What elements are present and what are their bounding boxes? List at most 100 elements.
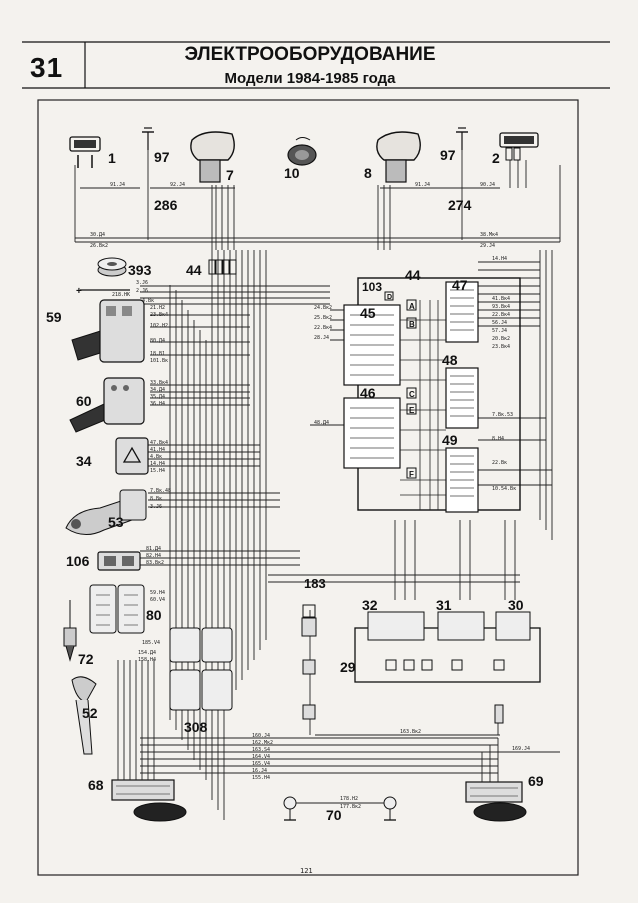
wire-label-w53: 28.J4 <box>314 335 329 341</box>
label-53: 53 <box>108 514 124 530</box>
wire-label-w24: 41.Н4 <box>150 447 165 453</box>
label-393: 393 <box>128 262 152 278</box>
label-45: 45 <box>360 305 376 321</box>
label-97-left: 97 <box>154 149 170 165</box>
page-number: 31 <box>30 52 64 83</box>
wire-label-w8: 29.J4 <box>480 243 495 249</box>
wire-label-w5: 30.Д4 <box>90 232 105 238</box>
part-10-horn <box>287 137 317 166</box>
wire-label-w16: 80.Д4 <box>150 338 165 344</box>
label-60: 60 <box>76 393 92 409</box>
wire-label-w4: 90.J4 <box>480 182 495 188</box>
box-letter-e: E <box>409 406 415 415</box>
label-286: 286 <box>154 197 178 213</box>
wire-label-w9: 3.J6 <box>136 280 148 286</box>
wire-label-w13: 21.Н2 <box>150 305 165 311</box>
part-60-wiper-switch <box>69 377 145 433</box>
box-letter-c: C <box>409 390 415 399</box>
wire-label-w55: 14.Н4 <box>492 256 507 262</box>
wire-label-w59: 56.J4 <box>492 320 507 326</box>
wire-label-w20: 34.Д4 <box>150 387 165 393</box>
part-80-instrument-connectors <box>89 584 145 634</box>
relay-box-internal-wires <box>400 300 446 510</box>
label-274: 274 <box>448 197 472 213</box>
label-32: 32 <box>362 597 378 613</box>
wire-label-w41: 163.S4 <box>252 747 270 753</box>
wire-label-w36: 185.V4 <box>142 640 160 646</box>
label-44-fuses: 44 <box>186 262 202 278</box>
label-8: 8 <box>364 165 372 181</box>
box-letter-f: F <box>409 470 414 479</box>
label-1: 1 <box>108 150 116 166</box>
label-34: 34 <box>76 453 92 469</box>
wire-label-w2: 92.J4 <box>170 182 185 188</box>
wire-label-w7: 38.Мк4 <box>480 232 498 238</box>
wire-label-w56: 41.Вк4 <box>492 296 510 302</box>
wire-label-w42: 164.V4 <box>252 754 270 760</box>
connector-46 <box>343 397 401 469</box>
wire-label-w44: 16.J4 <box>252 768 267 774</box>
plus-sign: + <box>76 286 82 297</box>
footer-mark: 121 <box>300 867 313 875</box>
label-48: 48 <box>442 352 458 368</box>
wire-label-w64: 8.Н4 <box>492 436 504 442</box>
wire-label-w33: 83.Вк2 <box>146 560 164 566</box>
wire-label-w25: 4.Вк <box>150 454 162 460</box>
wire-label-w18: 101.Вк <box>150 358 168 364</box>
part-34-hazard-switch <box>115 437 149 475</box>
label-29: 29 <box>340 659 356 675</box>
label-69: 69 <box>528 773 544 789</box>
wire-label-w40: 162.Мк2 <box>252 740 273 746</box>
wire-label-w26: 14.Н4 <box>150 461 165 467</box>
part-70-plate-lamps <box>283 796 397 821</box>
label-47: 47 <box>452 277 468 293</box>
wire-label-w54: 48.Д4 <box>314 420 329 426</box>
wire-label-w15: 102.Н2 <box>150 323 168 329</box>
diagram-frame <box>37 99 579 876</box>
label-183: 183 <box>304 576 326 591</box>
wire-label-w32: 82.Н4 <box>146 553 161 559</box>
label-308: 308 <box>184 719 208 735</box>
label-80: 80 <box>146 607 162 623</box>
part-8-headlamp <box>376 131 421 183</box>
wire-label-w57: 93.Вк4 <box>492 304 510 310</box>
part-44-fuses <box>208 259 237 275</box>
wire-label-w34: 59.Н4 <box>150 590 165 596</box>
label-97-right: 97 <box>440 147 456 163</box>
part-72-sensor <box>63 600 77 662</box>
box-letter-b: B <box>409 320 415 329</box>
wire-label-w29: 8.Вк <box>150 496 162 502</box>
page-title: ЭЛЕКТРООБОРУДОВАНИЕ <box>184 44 436 65</box>
relay-box-103 <box>357 277 521 511</box>
wire-label-w45: 155.Н4 <box>252 775 270 781</box>
part-53-ignition-switch <box>65 489 147 535</box>
left-harness-trunk <box>140 250 330 820</box>
part-52-pedal <box>71 676 97 755</box>
wire-label-w62: 23.Вк4 <box>492 344 510 350</box>
wire-label-w27: 15.Н4 <box>150 468 165 474</box>
wire-label-w50: 24.Вк2 <box>314 305 332 311</box>
box-letter-a: A <box>409 302 415 311</box>
part-97-ground-left <box>142 127 154 150</box>
wire-label-w21: 35.Д4 <box>150 394 165 400</box>
wire-label-w43: 165.V4 <box>252 761 270 767</box>
connector-45 <box>343 304 401 386</box>
wire-label-w38: 158.Н4 <box>138 657 156 663</box>
wire-label-w46: 163.Вк2 <box>400 729 421 735</box>
wire-label-w60: 57.J4 <box>492 328 507 334</box>
part-2-lamp <box>499 132 539 161</box>
right-harness-trunk <box>268 250 553 600</box>
wire-label-w51: 25.Вк2 <box>314 315 332 321</box>
wire-label-w28: 7.Вк.48 <box>150 488 171 494</box>
part-69-rear-lamp-right <box>465 781 527 822</box>
wire-label-w1: 91.J4 <box>110 182 125 188</box>
wire-label-w52: 22.Вк4 <box>314 325 332 331</box>
top-bus-wires <box>74 150 561 250</box>
page-subtitle: Модели 1984-1985 года <box>224 70 396 87</box>
connector-48 <box>445 367 479 429</box>
wire-label-w61: 20.Вк2 <box>492 336 510 342</box>
wire-label-w10: 2.J6 <box>136 288 148 294</box>
part-rear-fuse <box>494 704 504 724</box>
connector-47 <box>445 281 479 343</box>
